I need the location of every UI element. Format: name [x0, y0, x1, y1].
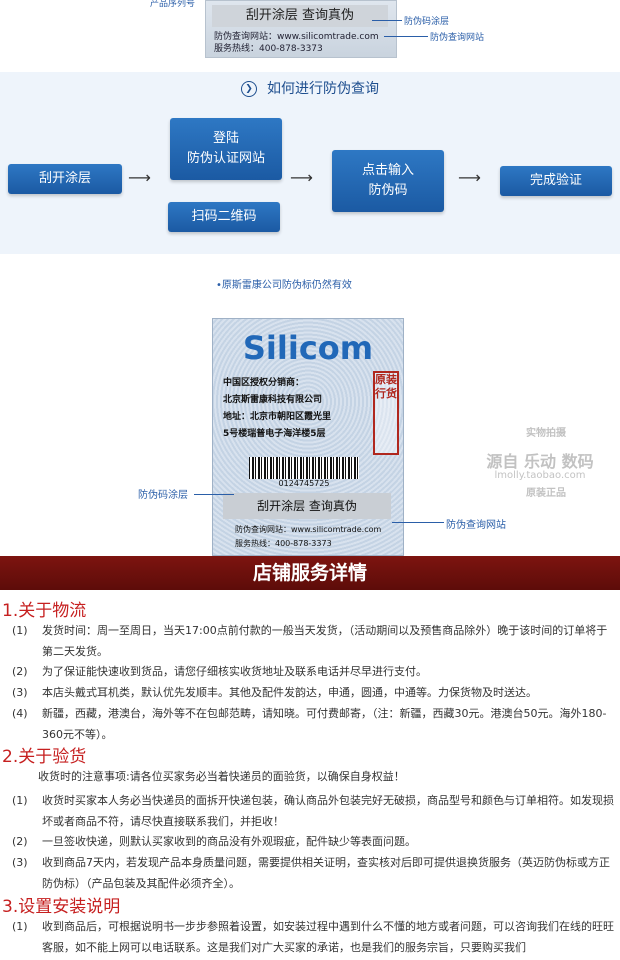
callout-pointer — [384, 36, 428, 37]
query-site-text: 防伪查询网站：www.silicomtrade.com — [235, 525, 382, 534]
inspection-intro: 收货时的注意事项:请各位买家务必当着快递员的面验货，以确保自身权益！ — [38, 770, 405, 783]
barcode — [249, 457, 359, 479]
flow-title: ❯如何进行防伪查询 — [0, 78, 620, 98]
verify-flow-panel: ❯如何进行防伪查询 刮开涂层 ⟶ 登陆 防伪认证网站 扫码二维码 ⟶ 点击输入 … — [0, 72, 620, 254]
arrow-icon: ⟶ — [290, 168, 313, 187]
coating-callout: 防伪码涂层 — [138, 490, 188, 501]
silicom-antifake-label: Silicom 中国区授权分销商： 北京斯雷康科技有限公司 地址：北京市朝阳区霞… — [212, 318, 404, 556]
list-item: (2) 一旦签收快递，则默认买家收到的商品没有外观瑕疵，配件缺少等表面问题。 — [12, 835, 416, 848]
step-scan: 扫码二维码 — [168, 202, 280, 232]
watermark-text: 实物拍摄 — [526, 428, 566, 439]
list-item: (1) 发货时间：周一至周日，当天17:00点前付款的一般当天发货，（活动期间以… — [12, 624, 608, 658]
arrow-icon: ⟶ — [128, 168, 151, 187]
barcode-number: 0124745725 — [278, 479, 330, 488]
callout-pointer — [392, 522, 444, 523]
list-item: (4) 新疆，西藏，港澳台，海外等不在包邮范畴，请知晓。可付费邮寄，（注：新疆，… — [12, 707, 607, 741]
genuine-stamp: 原装行货 — [373, 371, 399, 455]
circle-chevron-right-icon: ❯ — [241, 81, 257, 97]
query-site-text: 防伪查询网站：www.silicomtrade.com — [214, 32, 379, 42]
scratch-coating-text: 刮开涂层 查询真伪 — [212, 5, 388, 27]
watermark-text: lmolly.taobao.com — [494, 470, 586, 481]
section-title-install: 3.设置安装说明 — [2, 897, 121, 917]
scratch-coating-text: 刮开涂层 查询真伪 — [223, 493, 391, 519]
step-done: 完成验证 — [500, 166, 612, 196]
watermark-text: 原装正品 — [526, 488, 566, 499]
list-item: (3) 本店头戴式耳机类，默认优先发顺丰。其他及配件发韵达，申通，圆通，中通等。… — [12, 686, 537, 699]
site-callout: 防伪查询网站 — [446, 520, 506, 531]
callout-pointer — [194, 494, 234, 495]
section-title-logistics: 1.关于物流 — [2, 601, 87, 621]
coating-callout: 防伪码涂层 — [404, 17, 450, 27]
arrow-icon: ⟶ — [458, 168, 481, 187]
site-callout: 防伪查询网站 — [430, 33, 485, 43]
list-item: (1) 收货时买家本人务必当快递员的面拆开快递包装，确认商品外包装完好无破损，商… — [12, 794, 614, 828]
note-text: •原斯雷康公司防伪标仍然有效 — [216, 280, 352, 291]
section-title-inspection: 2.关于验货 — [2, 747, 87, 767]
silicom-brand: Silicom — [242, 329, 374, 367]
list-item: (3) 收到商品7天内，若发现产品本身质量问题，需要提供相关证明，查实核对后即可… — [12, 856, 610, 890]
step-scratch: 刮开涂层 — [8, 164, 122, 194]
watermark-text: 源自 乐动 数码 — [486, 452, 594, 471]
callout-pointer — [372, 20, 402, 21]
step-login: 登陆 防伪认证网站 — [170, 118, 282, 180]
top-antifake-label: 刮开涂层 查询真伪 防伪查询网站：www.silicomtrade.com 服务… — [205, 0, 397, 58]
hotline-text: 服务热线：400-878-3373 — [235, 539, 332, 548]
service-banner: 店铺服务详情 — [0, 556, 620, 590]
distributor-info: 中国区授权分销商： 北京斯雷康科技有限公司 地址：北京市朝阳区霞光里 5号楼瑞普… — [223, 378, 332, 439]
step-enter-code: 点击输入 防伪码 — [332, 150, 444, 212]
list-item: (1) 收到商品后，可根据说明书一步步参照着设置，如安装过程中遇到什么不懂的地方… — [12, 920, 614, 954]
serial-callout: 产品序列号 — [150, 0, 196, 9]
list-item: (2) 为了保证能快速收到货品，请您仔细核实收货地址及联系电话并尽早进行支付。 — [12, 665, 427, 678]
hotline-text: 服务热线：400-878-3373 — [214, 44, 323, 54]
